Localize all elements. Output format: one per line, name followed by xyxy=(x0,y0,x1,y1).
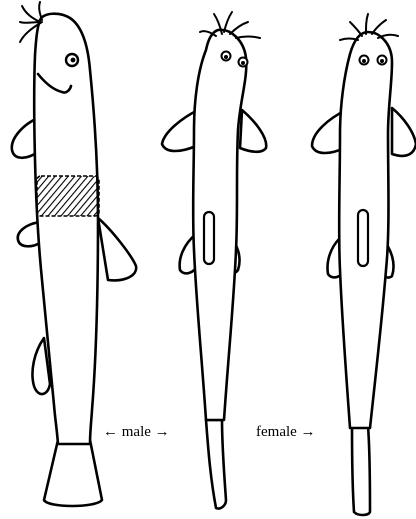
dorsal-fin-lateral xyxy=(98,218,136,280)
caudal-fin-lateral xyxy=(44,440,102,506)
pupil-male-right xyxy=(241,61,245,65)
pectoral-fin-male-right xyxy=(240,110,266,152)
male-label: ← male → xyxy=(103,425,170,440)
body-male xyxy=(193,30,246,420)
papilla-female xyxy=(358,210,368,266)
pectoral-fin-female-right xyxy=(392,108,416,156)
tail-male xyxy=(206,420,226,509)
pupil-female-left xyxy=(362,59,366,63)
barbels-male xyxy=(200,12,260,38)
papilla-male xyxy=(204,212,214,264)
hatched-region xyxy=(37,176,99,216)
female-label: female → xyxy=(256,425,316,440)
fish-male-dorsal-view xyxy=(162,12,266,509)
fish-female-dorsal-view xyxy=(312,14,416,515)
pupil-lateral xyxy=(71,58,76,63)
tail-female xyxy=(352,426,370,515)
pectoral-fin-male-left xyxy=(162,110,198,151)
pupil-female-right xyxy=(380,59,384,63)
pupil-male-left xyxy=(224,55,228,59)
